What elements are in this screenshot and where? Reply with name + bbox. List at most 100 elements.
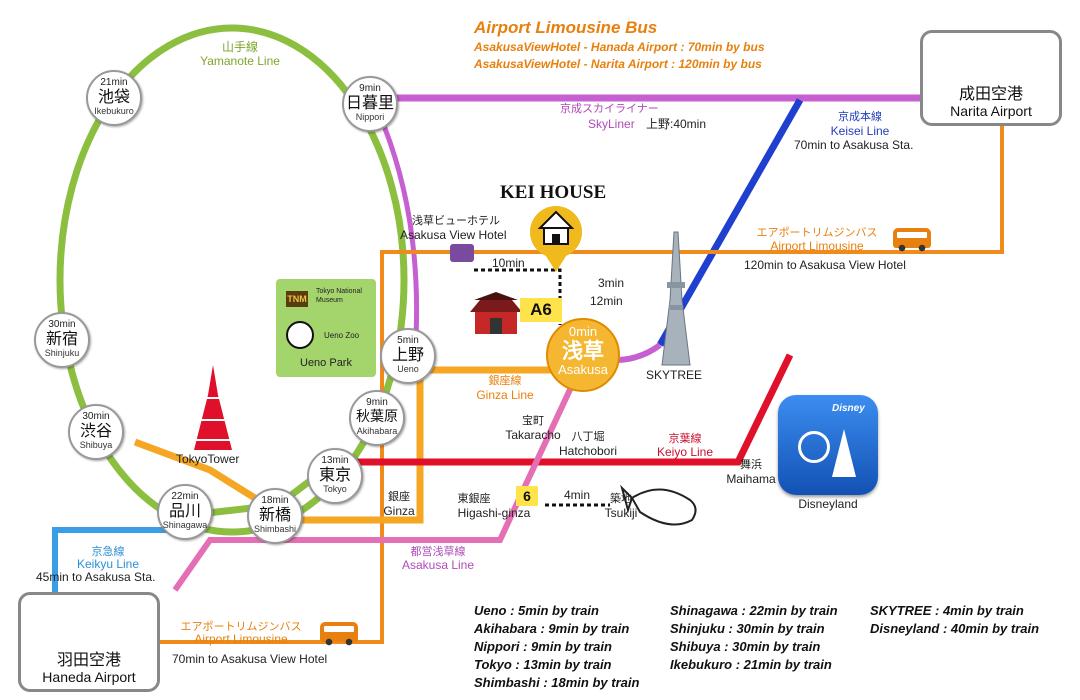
exit-a6-badge: A6 — [520, 298, 562, 322]
station-time: 22min — [171, 491, 199, 502]
castle-icon — [832, 429, 856, 477]
keisei-label-en: Keisei Line — [830, 124, 890, 138]
skyliner-to-ueno — [369, 96, 420, 356]
tokyo-tower-icon — [194, 365, 232, 450]
airport-bus-line-narita: AsakusaViewHotel - Narita Airport : 120m… — [474, 57, 762, 71]
mickey-icon — [798, 431, 830, 463]
limo-haneda-time: 70min to Asakusa View Hotel — [172, 652, 328, 666]
station-en: Shinagawa — [162, 520, 208, 530]
asakusa-time: 0min — [568, 324, 598, 339]
station-ja: 渋谷 — [79, 421, 112, 440]
limo-haneda-ja: エアポートリムジンバス — [180, 621, 302, 633]
legend-col-1: Ueno : 5min by train Akihabara : 9min by… — [474, 602, 639, 692]
airport-bus-title: Airport Limousine Bus — [474, 18, 658, 37]
legend-item: SKYTREE : 4min by train — [870, 603, 1024, 618]
keikyu-time: 45min to Asakusa Sta. — [36, 570, 156, 584]
station-ja: 秋葉原 — [356, 409, 398, 425]
station-ja: 品川 — [168, 501, 201, 520]
station-en: Shinjuku — [44, 348, 80, 358]
keisei-time: 70min to Asakusa Sta. — [794, 138, 914, 152]
ueno-park-label: Ueno Park — [300, 357, 352, 369]
limo-haneda-en: Airport Limousine — [194, 632, 288, 646]
station-time: 21min — [100, 77, 128, 88]
station-time: 13min — [321, 455, 349, 466]
ueno-park-box: TNM Tokyo National Museum Ueno Zoo Ueno … — [276, 279, 376, 377]
legend-item: Shibuya : 30min by train — [670, 639, 821, 654]
station-ja: 新橋 — [258, 505, 291, 524]
station-ja: 東京 — [318, 465, 351, 484]
station-en: Akihabara — [356, 426, 398, 436]
limo-narita-ja: エアポートリムジンバス — [756, 227, 878, 239]
skyliner-time: 上野:40min — [646, 117, 707, 131]
legend-item: Tokyo : 13min by train — [474, 657, 612, 672]
hotel-walk-time: 10min — [492, 256, 525, 270]
station-ja: 上野 — [391, 345, 424, 364]
station-en: Hatchobori — [558, 444, 618, 458]
narita-airport-ja: 成田空港 — [958, 84, 1023, 103]
yamanote-label-ja: 山手線 — [221, 40, 258, 54]
car-time: 3min — [598, 276, 625, 290]
station-en: Maihama — [726, 472, 776, 486]
limo-narita-time: 120min to Asakusa View Hotel — [744, 258, 906, 272]
station-tokyo: 13min 東京 Tokyo — [307, 448, 363, 504]
station-higashi-ginza: 東銀座 Higashi-ginza — [448, 492, 540, 520]
station-en: Shimbashi — [253, 524, 297, 534]
kei-house-icon — [530, 206, 582, 272]
zoo-label: Ueno Zoo — [324, 331, 360, 340]
station-ja: 宝町 — [522, 415, 544, 427]
keiyo-line-ja: 京葉線 — [668, 433, 702, 445]
keisei-to-asakusa — [614, 342, 662, 363]
legend-item: Ikebukuro : 21min by train — [670, 657, 832, 672]
narita-airport-box: 成田空港 Narita Airport — [920, 30, 1062, 126]
asakusa-line-ja: 都営浅草線 — [410, 546, 466, 558]
walk-time: 12min — [590, 294, 623, 308]
station-en: Takaracho — [505, 428, 561, 442]
haneda-airport-box: 羽田空港 Haneda Airport — [18, 592, 160, 692]
keikyu-label-ja: 京急線 — [91, 546, 125, 558]
disney-wordmark: Disney — [832, 403, 865, 414]
station-ikebukuro: 21min 池袋 Ikebukuro — [86, 70, 142, 126]
station-ueno: 5min 上野 Ueno — [380, 328, 436, 384]
station-ja: 東銀座 — [457, 493, 491, 505]
haneda-airport-en: Haneda Airport — [42, 669, 136, 685]
station-time: 30min — [82, 411, 110, 422]
station-en: Shibuya — [79, 440, 113, 450]
legend-col-3: SKYTREE : 4min by train Disneyland : 40m… — [870, 602, 1039, 638]
keiyo-line — [335, 353, 794, 466]
legend-col-2: Shinagawa : 22min by train Shinjuku : 30… — [670, 602, 838, 674]
legend-item: Ueno : 5min by train — [474, 603, 599, 618]
keikyu-label-en: Keikyu Line — [76, 557, 140, 571]
station-en: Ikebukuro — [94, 106, 134, 116]
station-en: Tsukiji — [604, 506, 638, 520]
station-time: 5min — [397, 335, 419, 346]
limo-narita-en: Airport Limousine — [770, 239, 864, 253]
keiyo-line-en: Keiyo Line — [656, 445, 714, 459]
exit-6-badge: 6 — [516, 486, 538, 506]
station-nippori: 9min 日暮里 Nippori — [342, 76, 398, 132]
legend-item: Disneyland : 40min by train — [870, 621, 1040, 636]
asakusa-line-en: Asakusa Line — [401, 558, 475, 572]
museum-label: Tokyo National Museum — [316, 288, 362, 304]
asakusa-ja: 浅草 — [562, 339, 604, 363]
station-en: Ueno — [397, 364, 419, 374]
station-maihama: 舞浜 Maihama — [718, 458, 784, 486]
yamanote-label-en: Yamanote Line — [200, 54, 280, 68]
keisei-label-ja: 京成本線 — [838, 111, 882, 123]
legend-item: Shinjuku : 30min by train — [670, 621, 825, 636]
legend-item: Nippori : 9min by train — [474, 639, 612, 654]
station-ginza: 銀座 Ginza — [374, 490, 424, 518]
asakusa-line — [172, 366, 583, 592]
legend-item: Shinagawa : 22min by train — [670, 603, 838, 618]
asakusa-station: 0min 浅草 Asakusa — [546, 318, 620, 392]
limousine-narita-line — [160, 118, 1004, 644]
station-hatchobori: 八丁堀 Hatchobori — [550, 430, 626, 458]
station-akihabara: 9min 秋葉原 Akihabara — [349, 390, 405, 446]
ginza-line-en: Ginza Line — [476, 388, 534, 402]
station-en: Tokyo — [323, 484, 347, 494]
asakusa-en: Asakusa — [558, 362, 608, 377]
station-time: 30min — [48, 319, 76, 330]
skytree-label: SKYTREE — [646, 368, 703, 382]
station-time: 18min — [261, 495, 289, 506]
